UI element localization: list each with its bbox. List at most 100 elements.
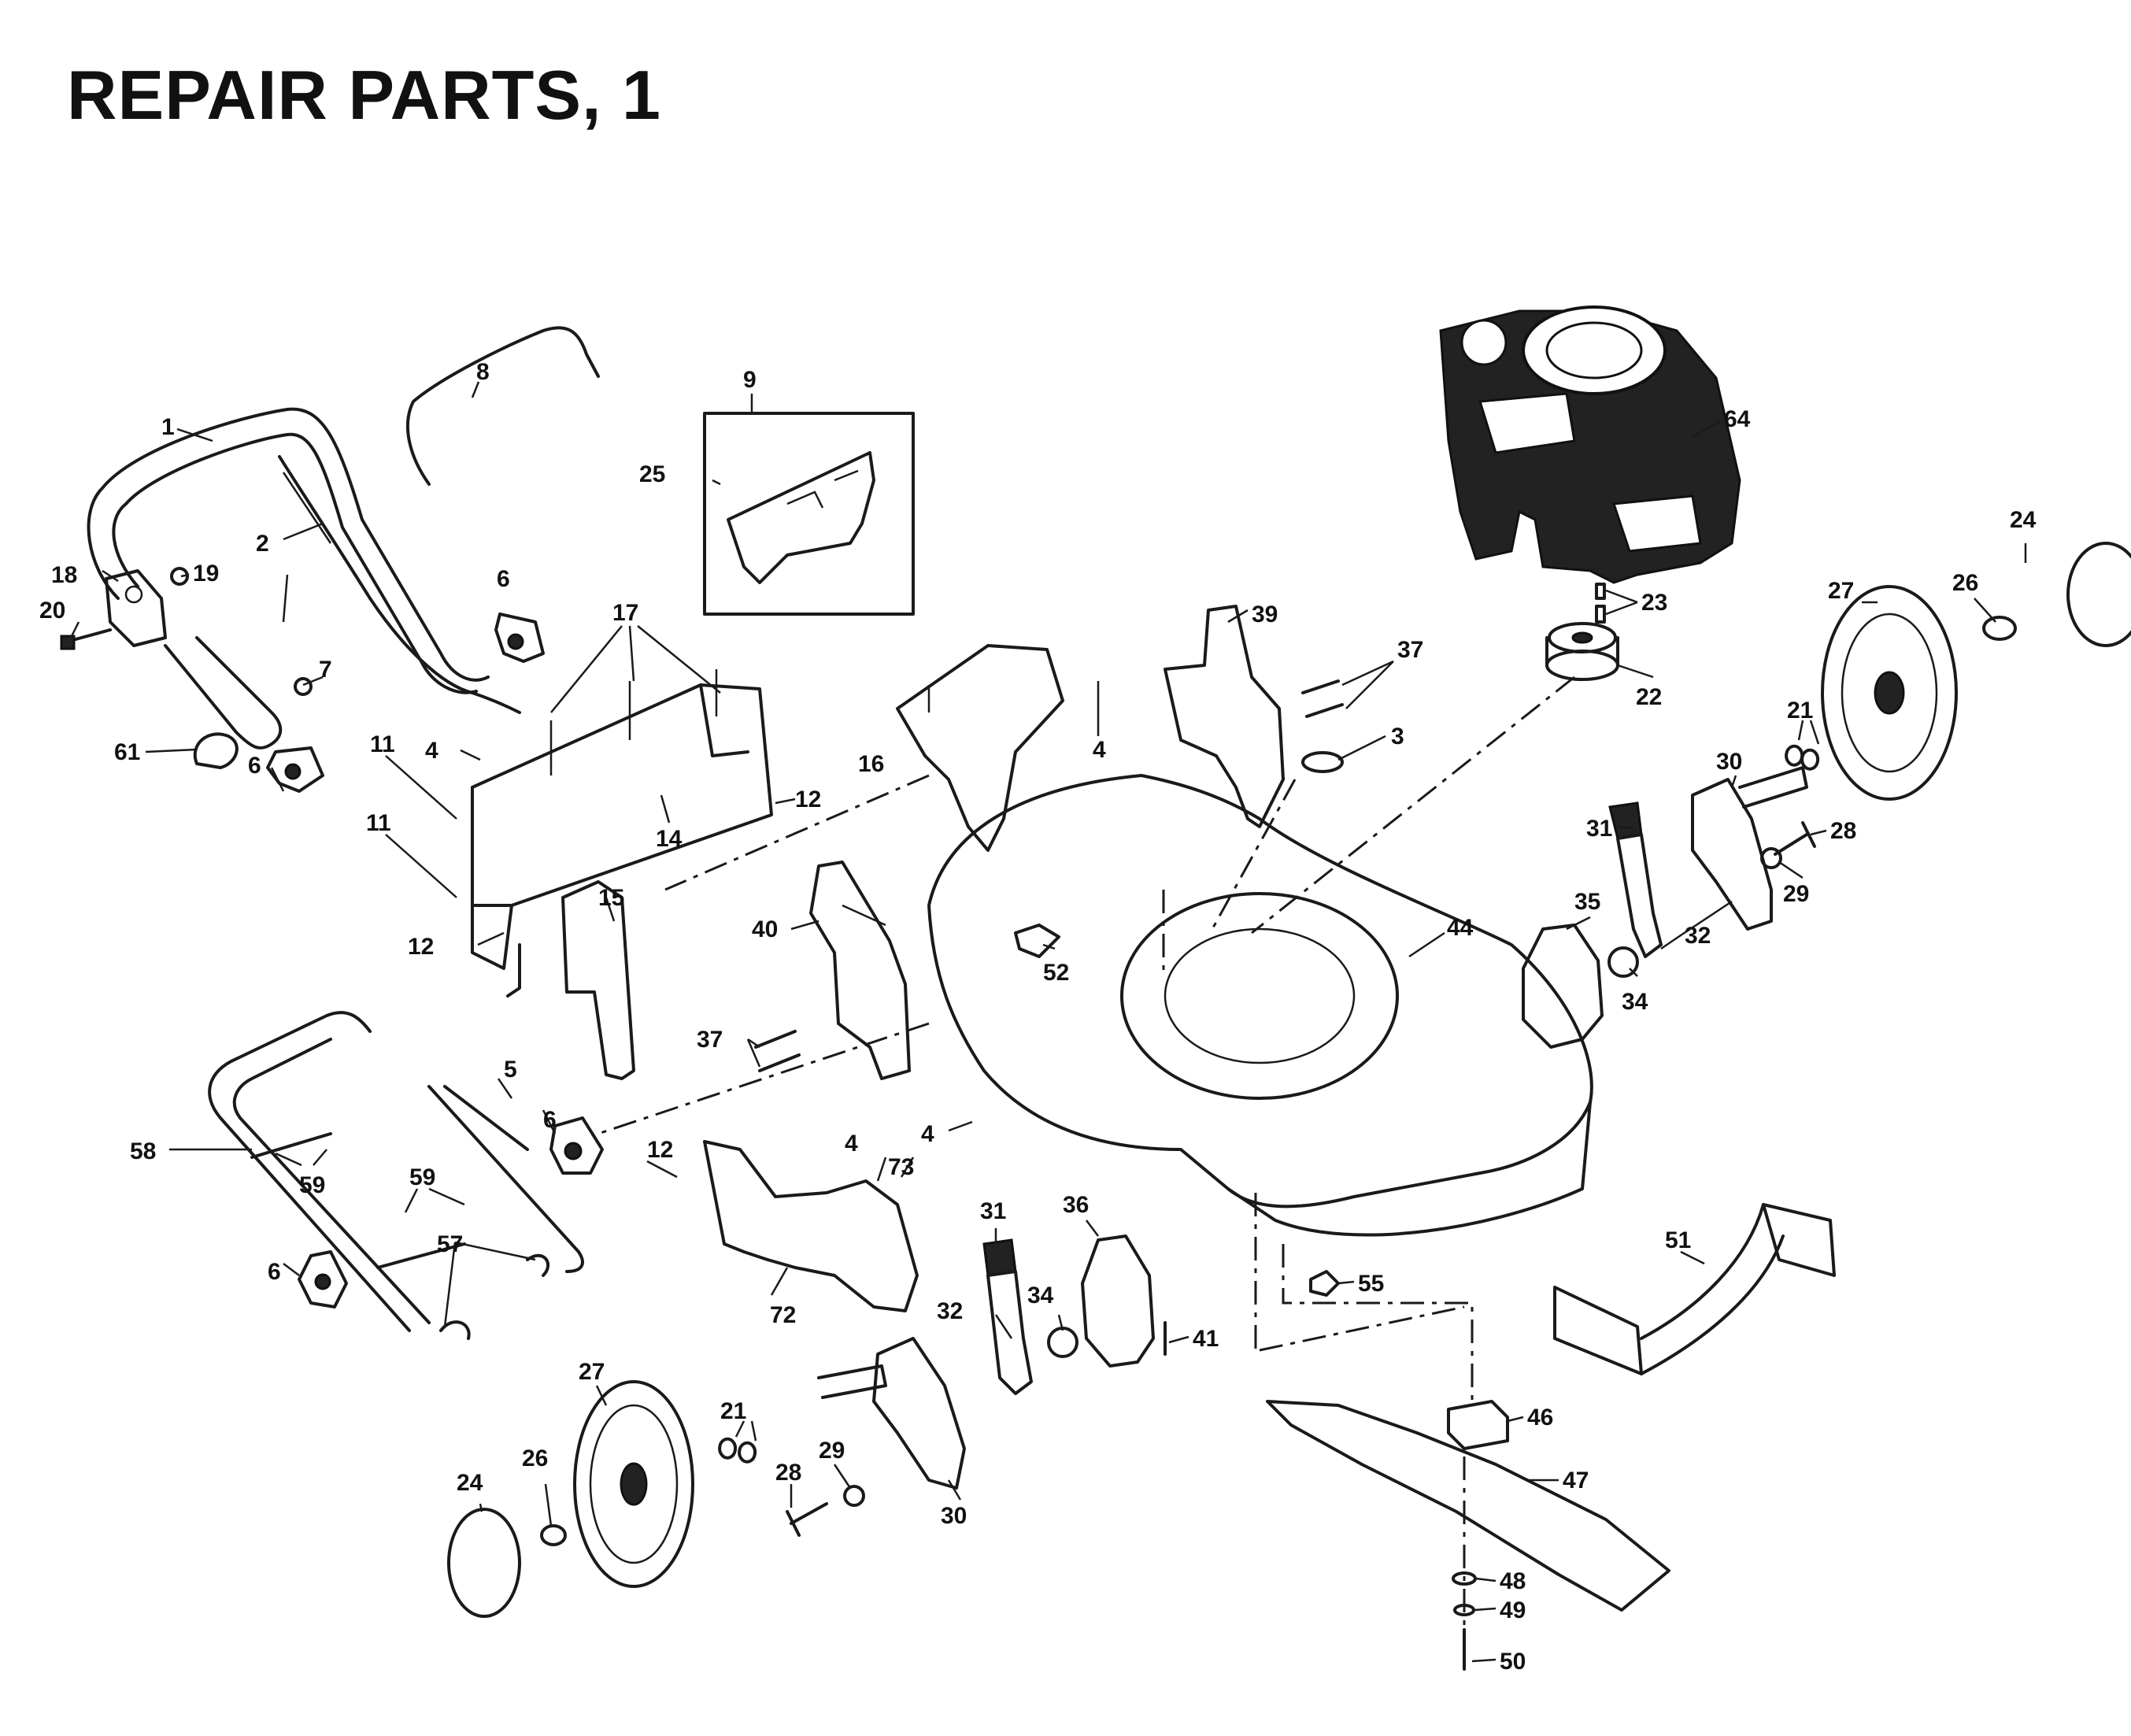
handle-bracket	[60, 569, 167, 650]
callout-12: 12	[795, 787, 821, 812]
washers-21-left	[718, 1437, 757, 1464]
callout-50: 50	[1500, 1649, 1526, 1675]
callout-16: 16	[858, 751, 884, 777]
callout-5: 5	[504, 1057, 517, 1083]
handle-knob-b	[266, 746, 324, 793]
centerline-a	[1251, 676, 1575, 935]
control-cable	[278, 455, 521, 714]
callout-20: 20	[39, 598, 65, 624]
callout-14: 14	[656, 826, 683, 852]
callout-72: 72	[770, 1302, 796, 1328]
screws-37-upper	[1301, 679, 1344, 718]
callout-31: 31	[980, 1198, 1006, 1224]
handle-knob-c	[549, 1116, 604, 1175]
callout-32: 32	[937, 1298, 963, 1324]
callout-29: 29	[1783, 881, 1809, 907]
callout-47: 47	[1563, 1468, 1589, 1494]
engine-bracket-39	[1164, 605, 1285, 828]
callout-27: 27	[1828, 578, 1854, 604]
callout-26: 26	[522, 1445, 548, 1471]
drive-pulley	[1545, 622, 1619, 681]
callout-64: 64	[1724, 406, 1751, 432]
right-wheel	[1821, 542, 2131, 801]
callout-6: 6	[248, 753, 261, 779]
blade-adapter	[1447, 1400, 1509, 1450]
callout-4: 4	[425, 738, 438, 764]
centerline-i	[664, 774, 930, 891]
part-9-box	[703, 412, 915, 616]
bracket-40	[809, 861, 911, 1080]
callout-9: 9	[743, 367, 757, 393]
callout-41: 41	[1193, 1326, 1219, 1352]
callout-19: 19	[193, 561, 219, 587]
callout-24: 24	[2010, 507, 2037, 533]
washer-29-left	[843, 1485, 865, 1507]
centerline-b	[1211, 779, 1297, 930]
nut-19	[170, 567, 189, 586]
callout-28: 28	[775, 1460, 801, 1486]
callout-6: 6	[543, 1107, 557, 1133]
discharge-hood	[896, 644, 1064, 852]
rear-chute	[703, 1140, 919, 1312]
callout-21: 21	[1787, 698, 1813, 724]
spacer-34-right	[1607, 946, 1639, 978]
callout-30: 30	[941, 1503, 967, 1529]
callout-17: 17	[612, 600, 638, 626]
callout-51: 51	[1665, 1227, 1691, 1253]
callout-59: 59	[299, 1172, 325, 1198]
bushing-3	[1301, 751, 1344, 773]
callout-31: 31	[1586, 816, 1612, 842]
callout-22: 22	[1636, 684, 1662, 710]
callout-18: 18	[51, 562, 77, 588]
bolt-28-right	[1774, 821, 1816, 856]
callout-6: 6	[497, 566, 510, 592]
callout-12: 12	[647, 1137, 673, 1163]
bolt-5	[443, 1085, 529, 1151]
callout-49: 49	[1500, 1597, 1526, 1623]
nut-55	[1309, 1270, 1340, 1297]
callout-11: 11	[366, 810, 391, 836]
callout-labels: 1 2 3 4 4 4 4 5 6 6 6 6 7 8 9 11 11 12 1…	[39, 359, 2037, 1675]
washers-21-right	[1785, 744, 1820, 771]
callout-57: 57	[437, 1231, 463, 1257]
bolt-28-left	[786, 1502, 828, 1537]
callout-2: 2	[256, 531, 269, 557]
callout-37: 37	[697, 1027, 723, 1053]
callout-61: 61	[114, 739, 140, 765]
axle-bracket-left	[817, 1337, 966, 1490]
centerline-h	[597, 1022, 930, 1135]
centerline-e	[1282, 1244, 1474, 1401]
callout-44: 44	[1447, 915, 1474, 941]
height-lever-left	[982, 1238, 1033, 1395]
engine	[1439, 305, 1741, 584]
gear-plate-35	[1522, 924, 1604, 1049]
callout-32: 32	[1685, 923, 1711, 949]
callout-37: 37	[1397, 637, 1423, 663]
callout-29: 29	[819, 1438, 845, 1464]
screws-37-lower	[754, 1030, 801, 1072]
callout-73: 73	[888, 1154, 914, 1180]
callout-27: 27	[579, 1359, 605, 1385]
control-wire	[406, 326, 600, 486]
callout-4: 4	[845, 1131, 858, 1157]
washer-48	[1452, 1571, 1477, 1586]
callout-7: 7	[319, 657, 332, 683]
callout-24: 24	[457, 1470, 483, 1496]
rope-clip	[193, 732, 239, 769]
spacer-34-left	[1047, 1327, 1078, 1358]
callout-15: 15	[598, 885, 624, 911]
callout-6: 6	[268, 1259, 281, 1285]
centerline-f	[1259, 1305, 1465, 1352]
callout-3: 3	[1391, 724, 1404, 750]
parts-artwork	[60, 305, 2131, 1677]
callout-35: 35	[1574, 889, 1600, 915]
callout-28: 28	[1830, 818, 1856, 844]
page-title: REPAIR PARTS, 1	[67, 56, 661, 134]
callout-58: 58	[130, 1138, 156, 1164]
callout-4: 4	[1093, 737, 1106, 763]
nut-7	[294, 677, 313, 696]
callout-25: 25	[639, 461, 665, 487]
callout-4: 4	[921, 1121, 934, 1147]
mower-deck	[927, 774, 1593, 1237]
